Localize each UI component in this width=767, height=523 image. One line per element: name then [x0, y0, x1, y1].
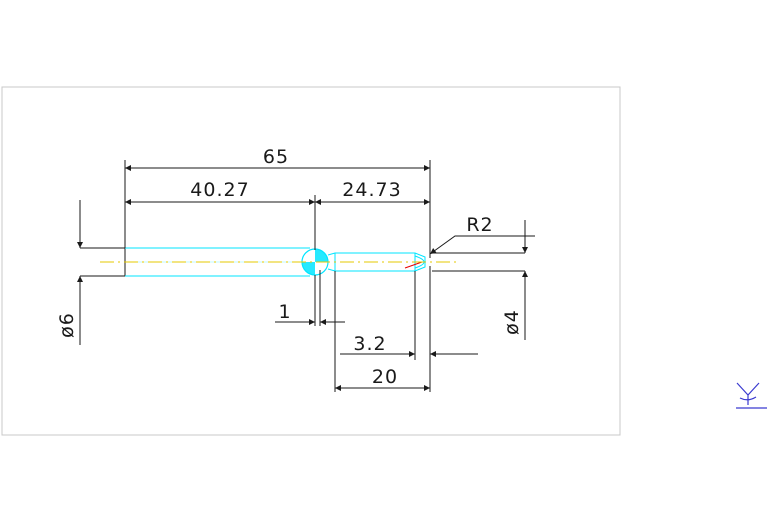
dim-tip-length: 20	[372, 366, 398, 388]
dim-radius: R2	[466, 214, 493, 236]
dim-diameter-left: ø6	[56, 312, 78, 338]
ball-quadrant-b	[302, 262, 315, 275]
ball-quadrant-a	[315, 249, 328, 262]
drawing-frame	[1, 86, 621, 436]
dim-small-gap: 1	[278, 301, 291, 323]
tip-accent	[404, 261, 423, 269]
shank	[125, 247, 310, 277]
right-reference	[432, 252, 525, 272]
dim-diameter-right: ø4	[501, 309, 523, 335]
radius-leader	[429, 235, 500, 255]
dim-step-length: 3.2	[353, 333, 386, 355]
dim-left-length: 40.27	[190, 179, 249, 201]
dim-overall-length: 65	[263, 146, 289, 168]
ucs-icon	[736, 382, 767, 409]
dimensions	[77, 160, 535, 392]
dim-right-length: 24.73	[342, 179, 401, 201]
